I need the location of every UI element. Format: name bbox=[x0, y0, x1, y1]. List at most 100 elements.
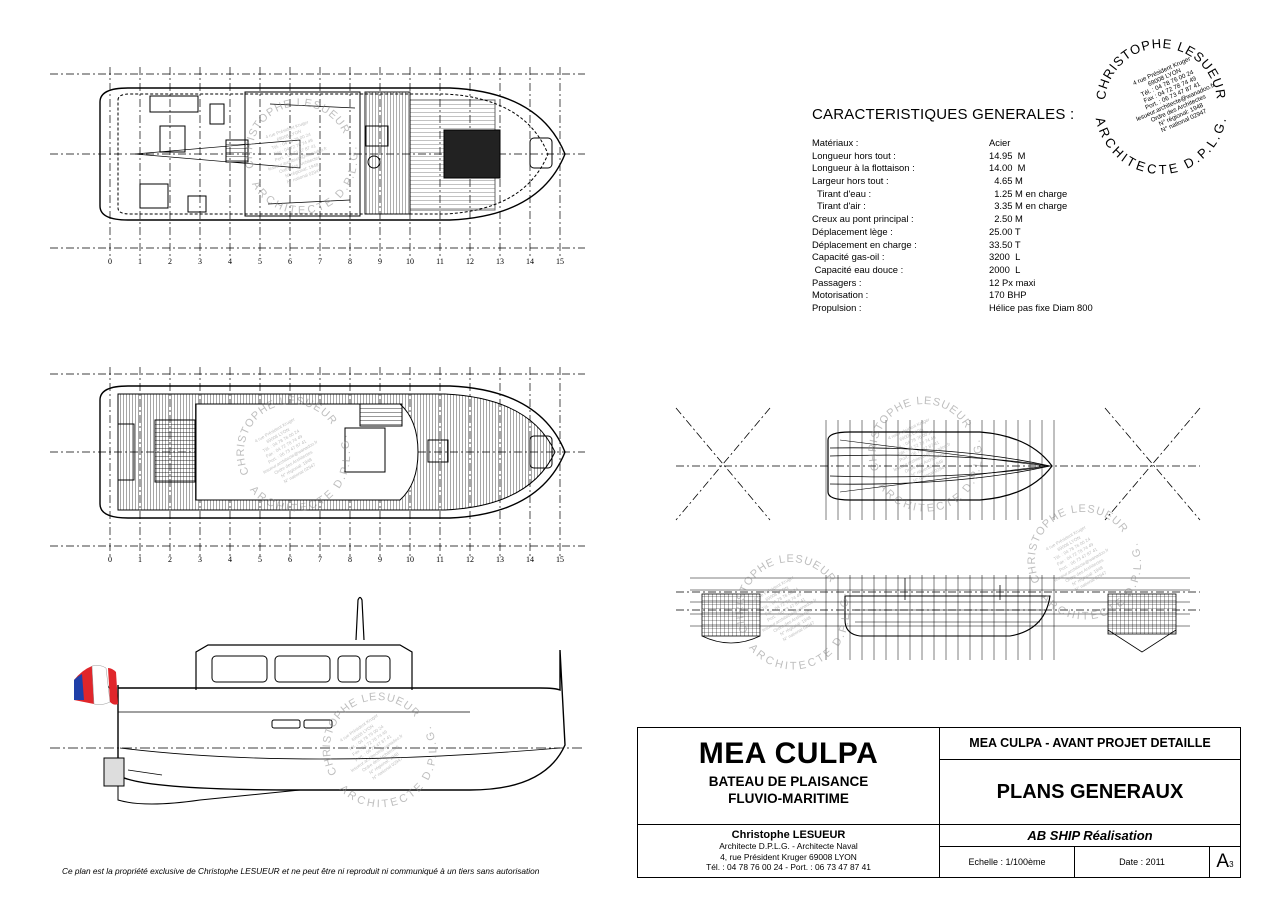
spec-row: Tirant d'air : 3.35 M en charge bbox=[812, 200, 1093, 213]
spec-value: 3200 L bbox=[989, 251, 1021, 263]
scale-number: 8 bbox=[348, 555, 352, 564]
spec-value: Acier bbox=[989, 137, 1011, 148]
spec-value: 2000 L bbox=[989, 263, 1021, 275]
spec-row: Propulsion : Hélice pas fixe Diam 800 bbox=[812, 302, 1093, 315]
spec-value: 14.95 M bbox=[989, 149, 1026, 161]
spec-row: Largeur hors tout : 4.65 M bbox=[812, 175, 1093, 188]
side-profile bbox=[50, 596, 585, 805]
title-block-boat: MEA CULPA BATEAU DE PLAISANCE FLUVIO-MAR… bbox=[638, 728, 940, 825]
scale-number: 11 bbox=[436, 555, 444, 564]
spec-label: Déplacement en charge : bbox=[812, 238, 917, 250]
title-block: MEA CULPA BATEAU DE PLAISANCE FLUVIO-MAR… bbox=[637, 727, 1241, 878]
spec-label: Capacité gas-oil : bbox=[812, 251, 885, 263]
spec-value: 12 Px maxi bbox=[989, 276, 1036, 288]
spec-value: 14.00 M bbox=[989, 162, 1026, 174]
scale-number: 1 bbox=[138, 257, 142, 266]
drawing-title: PLANS GENERAUX bbox=[940, 760, 1240, 825]
spec-label: Propulsion : bbox=[812, 301, 862, 313]
spec-value: Hélice pas fixe Diam 800 bbox=[989, 301, 1093, 313]
spec-value: 4.65 M bbox=[989, 175, 1023, 187]
scale-number: 11 bbox=[436, 257, 444, 266]
spec-row: Déplacement en charge : 33.50 T bbox=[812, 239, 1093, 252]
copyright-notice: Ce plan est la propriété exclusive de Ch… bbox=[62, 866, 540, 876]
builder: AB SHIP Réalisation bbox=[940, 825, 1240, 847]
architect-stamp: CHRISTOPHE LESUEUR ARCHITECTE D.P.L.G. 4… bbox=[1093, 36, 1229, 177]
scale-number: 13 bbox=[496, 257, 504, 266]
scale-number: 10 bbox=[406, 555, 414, 564]
spec-row: Creux au pont principal : 2.50 M bbox=[812, 213, 1093, 226]
architect-title: Architecte D.P.L.G. - Architecte Naval bbox=[719, 841, 858, 851]
spec-value: 2.50 M bbox=[989, 213, 1023, 225]
spec-row: Longueur à la flottaison : 14.00 M bbox=[812, 162, 1093, 175]
spec-value: 1.25 M en charge bbox=[989, 187, 1068, 199]
spec-label: Largeur hors tout : bbox=[812, 175, 889, 187]
spec-row: Passagers : 12 Px maxi bbox=[812, 277, 1093, 290]
scale-number: 5 bbox=[258, 257, 262, 266]
scale-number: 2 bbox=[168, 555, 172, 564]
format-number: 3 bbox=[1229, 860, 1234, 869]
plan-view-top bbox=[50, 67, 585, 258]
date-label: Date : 2011 bbox=[1075, 847, 1210, 877]
scale-number: 7 bbox=[318, 555, 322, 564]
spec-label: Longueur hors tout : bbox=[812, 149, 896, 161]
scale-number: 15 bbox=[556, 555, 564, 564]
scale-number: 5 bbox=[258, 555, 262, 564]
architect-phones: Tél. : 04 78 76 00 24 - Port. : 06 73 47… bbox=[706, 862, 871, 872]
scale-number: 8 bbox=[348, 257, 352, 266]
scale-number: 12 bbox=[466, 257, 474, 266]
spec-value: 170 BHP bbox=[989, 289, 1027, 301]
plan-view-deck bbox=[50, 367, 585, 556]
boat-type-line-2: FLUVIO-MARITIME bbox=[728, 791, 849, 806]
spec-label: Creux au pont principal : bbox=[812, 213, 914, 225]
spec-label: Longueur à la flottaison : bbox=[812, 162, 915, 174]
scale-number: 12 bbox=[466, 555, 474, 564]
spec-row: Capacité gas-oil : 3200 L bbox=[812, 251, 1093, 264]
spec-row: Tirant d'eau : 1.25 M en charge bbox=[812, 188, 1093, 201]
scale-number: 9 bbox=[378, 555, 382, 564]
specs-title: CARACTERISTIQUES GENERALES : bbox=[812, 106, 1075, 123]
scale-number: 0 bbox=[108, 555, 112, 564]
boat-name: MEA CULPA bbox=[698, 737, 879, 770]
scale-number: 14 bbox=[526, 257, 534, 266]
spec-row: Motorisation :170 BHP bbox=[812, 289, 1093, 302]
scale-number: 13 bbox=[496, 555, 504, 564]
spec-label: Capacité eau douce : bbox=[812, 263, 904, 275]
scale-number: 4 bbox=[228, 257, 232, 266]
spec-row: Matériaux : Acier bbox=[812, 137, 1093, 150]
scale-number: 15 bbox=[556, 257, 564, 266]
spec-label: Déplacement lège : bbox=[812, 225, 893, 237]
scale-number: 4 bbox=[228, 555, 232, 564]
boat-type-line-1: BATEAU DE PLAISANCE bbox=[708, 774, 869, 789]
title-block-architect: Christophe LESUEUR Architecte D.P.L.G. -… bbox=[638, 825, 940, 877]
scale-number: 1 bbox=[138, 555, 142, 564]
spec-row: Déplacement lège : 25.00 T bbox=[812, 226, 1093, 239]
spec-value: 33.50 T bbox=[989, 238, 1021, 250]
scale-number: 0 bbox=[108, 257, 112, 266]
architect-name: Christophe LESUEUR bbox=[731, 829, 846, 841]
scale-number: 2 bbox=[168, 257, 172, 266]
spec-row: Longueur hors tout : 14.95 M bbox=[812, 150, 1093, 163]
spec-label: Tirant d'eau : bbox=[812, 187, 872, 199]
lines-plan bbox=[675, 407, 1201, 660]
scale-number: 7 bbox=[318, 257, 322, 266]
project-title: MEA CULPA - AVANT PROJET DETAILLE bbox=[940, 728, 1240, 760]
scale-number: 3 bbox=[198, 555, 202, 564]
scale-number: 10 bbox=[406, 257, 414, 266]
spec-label: Matériaux : bbox=[812, 137, 859, 148]
scale-number: 14 bbox=[526, 555, 534, 564]
scale-number: 6 bbox=[288, 555, 292, 564]
spec-label: Tirant d'air : bbox=[812, 200, 866, 212]
spec-value: 3.35 M en charge bbox=[989, 200, 1068, 212]
spec-label: Passagers : bbox=[812, 276, 862, 288]
scale-number: 3 bbox=[198, 257, 202, 266]
format-letter: A bbox=[1216, 851, 1230, 872]
spec-value: 25.00 T bbox=[989, 225, 1021, 237]
scale-label: Echelle : 1/100ème bbox=[940, 847, 1075, 877]
